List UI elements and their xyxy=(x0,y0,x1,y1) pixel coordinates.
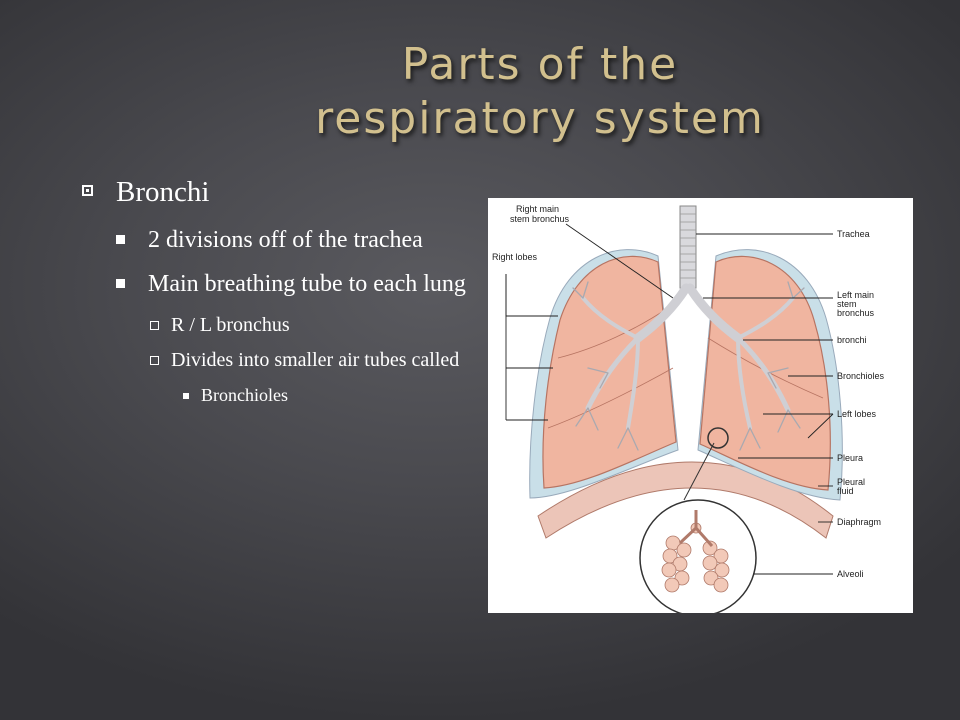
label-pleural-fluid-2: fluid xyxy=(837,486,854,496)
diaphragm-shape xyxy=(537,461,834,539)
bullet-dot-icon xyxy=(183,393,189,399)
label-right-lobes: Right lobes xyxy=(492,252,538,262)
bullet-level-4: Bronchioles xyxy=(82,382,467,409)
bullet-text: R / L bronchus xyxy=(171,314,290,336)
label-pleural-fluid-1: Pleural xyxy=(837,477,865,487)
lobe-fissure xyxy=(557,307,669,359)
respiratory-diagram: Right main stem bronchus Right lobes Tra… xyxy=(488,198,913,613)
label-leader-lines xyxy=(505,223,834,575)
label-alveoli: Alveoli xyxy=(837,569,864,579)
slide-title: Parts of the respiratory system xyxy=(180,38,900,146)
label-diaphragm: Diaphragm xyxy=(837,517,881,527)
trachea-shape xyxy=(679,205,697,289)
bullet-square-filled-icon xyxy=(116,279,125,288)
bronchial-tree xyxy=(581,283,795,430)
bullet-text: Main breathing tube to each lung xyxy=(148,271,466,297)
label-trachea: Trachea xyxy=(837,229,870,239)
label-left-main-1: Left main xyxy=(837,290,874,300)
title-line-1: Parts of the xyxy=(401,39,679,90)
bullet-square-filled-icon xyxy=(116,235,125,244)
label-left-main-2: stem xyxy=(837,299,857,309)
label-right-main-2: stem bronchus xyxy=(510,214,570,224)
bullet-text: 2 divisions off of the trachea xyxy=(148,227,423,253)
label-left-main-3: bronchus xyxy=(837,308,875,318)
bullet-square-outline-icon xyxy=(150,356,159,365)
inset-connector xyxy=(683,442,715,501)
label-bronchi: bronchi xyxy=(837,335,867,345)
label-right-main-1: Right main xyxy=(516,204,559,214)
title-line-2: respiratory system xyxy=(315,93,765,144)
bullet-level-1: Bronchi xyxy=(82,172,467,212)
bullet-square-outline-icon xyxy=(150,321,159,330)
bullet-text: Bronchi xyxy=(116,176,210,208)
label-bronchioles: Bronchioles xyxy=(837,371,885,381)
magnify-circle xyxy=(707,427,729,449)
alveoli-duct xyxy=(678,510,714,547)
lobe-fissure xyxy=(547,367,674,429)
bullet-level-2: Main breathing tube to each lung xyxy=(82,268,467,300)
bullet-text: Bronchioles xyxy=(201,385,288,405)
bullet-list: Bronchi 2 divisions off of the trachea M… xyxy=(82,172,467,409)
alveoli-cluster xyxy=(661,522,730,593)
bullet-level-2: 2 divisions off of the trachea xyxy=(82,224,467,256)
bullet-square-icon xyxy=(82,185,93,196)
lungs-illustration: Right main stem bronchus Right lobes Tra… xyxy=(492,204,885,613)
bullet-level-3: R / L bronchus xyxy=(82,312,467,339)
label-pleura: Pleura xyxy=(837,453,863,463)
alveoli-inset-circle xyxy=(639,499,757,613)
bullet-level-3: Divides into smaller air tubes called xyxy=(82,347,467,374)
bullet-text: Divides into smaller air tubes called xyxy=(171,349,460,371)
label-left-lobes: Left lobes xyxy=(837,409,877,419)
bronchiole-branches xyxy=(572,281,805,451)
trachea-rings xyxy=(680,213,696,279)
